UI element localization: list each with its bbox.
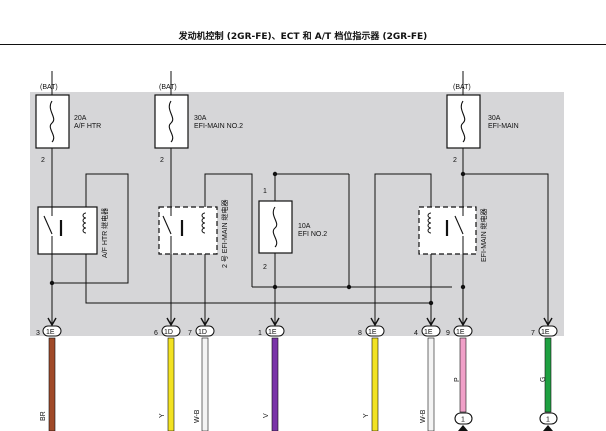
svg-text:(BAT): (BAT)	[453, 84, 471, 91]
continuation-marker-g: 1	[539, 412, 558, 431]
connector-wb-1e: 4 1E W-B	[414, 317, 441, 431]
svg-text:P: P	[454, 377, 461, 382]
efi-no2-fuse: 1 10A EFI NO.2 2	[258, 188, 327, 271]
efi-main-relay: EFI-MAIN 继电器	[418, 205, 488, 262]
svg-text:W-B: W-B	[194, 409, 201, 423]
svg-text:Y: Y	[159, 413, 166, 418]
svg-text:6: 6	[154, 330, 158, 337]
svg-text:EFI NO.2: EFI NO.2	[298, 231, 327, 238]
svg-text:1D: 1D	[198, 329, 207, 336]
svg-text:2: 2	[453, 157, 457, 164]
efi-main-fuse: (BAT) 30A EFI-MAIN 2	[446, 84, 519, 164]
svg-text:1: 1	[461, 417, 465, 424]
svg-text:8: 8	[358, 330, 362, 337]
svg-text:1: 1	[258, 330, 262, 337]
svg-text:W-B: W-B	[420, 409, 427, 423]
svg-text:(BAT): (BAT)	[40, 84, 58, 91]
svg-text:7: 7	[188, 330, 192, 337]
svg-text:10A: 10A	[298, 223, 311, 230]
svg-text:2 号 EFI-MAIN 继电器: 2 号 EFI-MAIN 继电器	[220, 200, 229, 268]
svg-text:G: G	[540, 377, 547, 382]
efi-main-no2-fuse: (BAT) 30A EFI-MAIN NO.2 2	[154, 84, 243, 164]
connector-br: 3 1E BR	[36, 317, 62, 431]
continuation-marker-p: 1	[454, 412, 473, 431]
svg-text:1E: 1E	[424, 329, 433, 336]
svg-text:A/F HTR: A/F HTR	[74, 123, 101, 130]
title-rule	[0, 44, 606, 45]
svg-text:1E: 1E	[456, 329, 465, 336]
svg-text:9: 9	[446, 330, 450, 337]
svg-text:Y: Y	[363, 413, 370, 418]
svg-text:2: 2	[263, 264, 267, 271]
svg-text:1: 1	[263, 188, 267, 195]
svg-text:30A: 30A	[488, 115, 501, 122]
af-htr-fuse: (BAT) 20A A/F HTR 2	[35, 84, 101, 164]
efi-main-no2-relay: 2 号 EFI-MAIN 继电器	[158, 200, 229, 268]
connector-v: 1 1E V	[258, 317, 285, 431]
svg-text:BR: BR	[40, 411, 47, 421]
svg-text:2: 2	[160, 157, 164, 164]
svg-text:1E: 1E	[541, 329, 550, 336]
page-title: 发动机控制 (2GR-FE)、ECT 和 A/T 档位指示器 (2GR-FE)	[178, 32, 428, 42]
svg-text:1E: 1E	[46, 329, 55, 336]
af-htr-relay: A/F HTR 继电器	[37, 205, 109, 258]
svg-text:1E: 1E	[268, 329, 277, 336]
connector-g: 7 1E G	[531, 317, 558, 413]
svg-text:4: 4	[414, 330, 418, 337]
svg-text:EFI-MAIN NO.2: EFI-MAIN NO.2	[194, 123, 243, 130]
svg-text:V: V	[263, 413, 270, 418]
svg-text:EFI-MAIN: EFI-MAIN	[488, 123, 519, 130]
connector-y-1e: 8 1E Y	[358, 317, 385, 431]
svg-text:1: 1	[546, 417, 550, 424]
svg-text:7: 7	[531, 330, 535, 337]
connector-p: 9 1E P	[446, 317, 473, 413]
connector-wb-1d: 7 1D W-B	[188, 317, 215, 431]
svg-text:(BAT): (BAT)	[159, 84, 177, 91]
svg-text:2: 2	[41, 157, 45, 164]
junction-dots	[49, 171, 466, 306]
svg-text:20A: 20A	[74, 115, 87, 122]
svg-text:EFI-MAIN 继电器: EFI-MAIN 继电器	[479, 208, 488, 262]
svg-text:30A: 30A	[194, 115, 207, 122]
svg-text:3: 3	[36, 330, 40, 337]
connector-y-1d: 6 1D Y	[154, 317, 181, 431]
svg-text:A/F HTR 继电器: A/F HTR 继电器	[100, 208, 109, 258]
svg-text:1D: 1D	[164, 329, 173, 336]
svg-text:1E: 1E	[368, 329, 377, 336]
